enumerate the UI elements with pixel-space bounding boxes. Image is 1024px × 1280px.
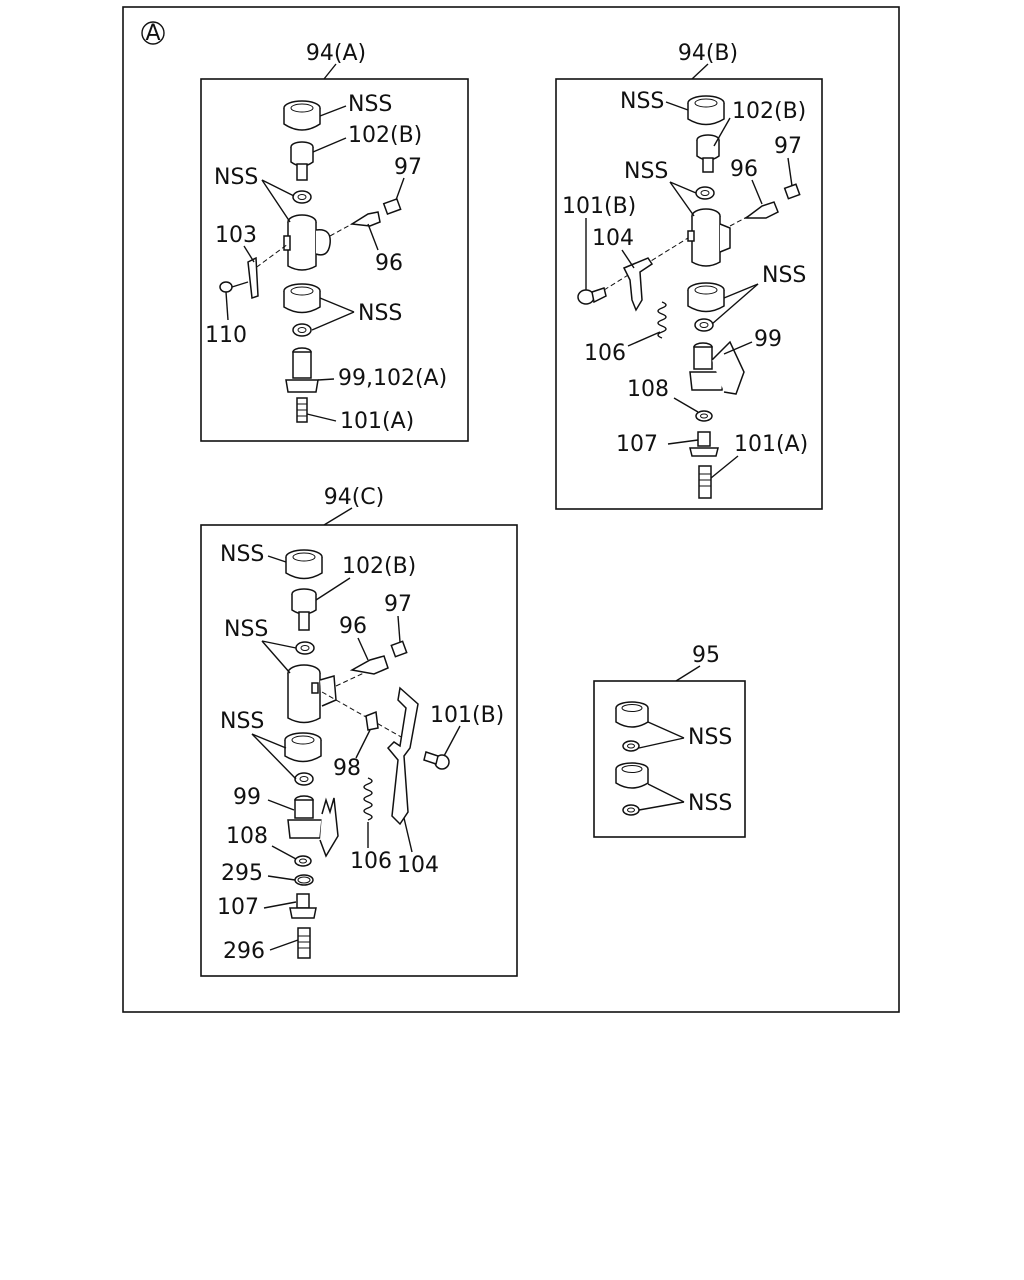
callout-94a-nss-washer: NSS (214, 165, 258, 190)
callout-94b-101b: 101(B) (562, 194, 636, 219)
assembly-94c-parts (284, 549, 450, 959)
callout-94b-99: 99 (754, 327, 782, 352)
assembly-94b-box (555, 78, 823, 510)
outer-frame (122, 6, 900, 1013)
callout-94c-296: 296 (223, 939, 265, 964)
callout-94b-nss-washer: NSS (624, 159, 668, 184)
view-marker-label: A (145, 21, 160, 46)
callout-94a-nss-lower: NSS (358, 301, 402, 326)
callout-94c-nss-lower: NSS (220, 709, 264, 734)
assembly-94c: 94(C) (200, 485, 518, 977)
callout-94c-106: 106 (350, 849, 392, 874)
assembly-95-title: 95 (692, 643, 720, 668)
callout-94a-nss-top: NSS (348, 92, 392, 117)
callout-94a-101a: 101(A) (340, 409, 414, 434)
callout-94b-101a: 101(A) (734, 432, 808, 457)
assembly-94a: 94(A) (200, 41, 469, 442)
assembly-94c-box (200, 524, 518, 977)
assembly-95: 95 NSS NSS (593, 643, 746, 838)
callout-94c-107: 107 (217, 895, 259, 920)
callout-94c-295: 295 (221, 861, 263, 886)
assembly-94a-parts (219, 100, 402, 423)
callout-95-nss-upper: NSS (688, 725, 732, 750)
callout-94b-nss-lower: NSS (762, 263, 806, 288)
callout-94c-98: 98 (333, 756, 361, 781)
callout-94b-106: 106 (584, 341, 626, 366)
callout-94a-102b: 102(B) (348, 123, 422, 148)
callout-94b-nss-top: NSS (620, 89, 664, 114)
assembly-95-box (593, 680, 746, 838)
callout-94c-104: 104 (397, 853, 439, 878)
assembly-94b: 94(B) (555, 41, 823, 510)
assembly-94a-box (200, 78, 469, 442)
callout-94c-108: 108 (226, 824, 268, 849)
callout-94b-102b: 102(B) (732, 99, 806, 124)
callout-94b-96: 96 (730, 157, 758, 182)
callout-94c-96: 96 (339, 614, 367, 639)
callout-94c-nss-washer: NSS (224, 617, 268, 642)
callout-94c-101b: 101(B) (430, 703, 504, 728)
assembly-94c-title: 94(C) (324, 485, 385, 510)
view-marker: A (141, 21, 165, 46)
callout-95-nss-lower: NSS (688, 791, 732, 816)
callout-94b-97: 97 (774, 134, 802, 159)
callout-94b-108: 108 (627, 377, 669, 402)
assembly-94b-parts (577, 95, 801, 499)
callout-94b-107: 107 (616, 432, 658, 457)
callout-94a-97: 97 (394, 155, 422, 180)
assembly-94b-title: 94(B) (678, 41, 738, 66)
callout-94c-97: 97 (384, 592, 412, 617)
callout-94a-99-102a: 99,102(A) (338, 366, 447, 391)
callout-94c-102b: 102(B) (342, 554, 416, 579)
assembly-95-parts (615, 701, 649, 816)
callout-94a-96: 96 (375, 251, 403, 276)
callout-94b-104: 104 (592, 226, 634, 251)
callout-94c-nss-top: NSS (220, 542, 264, 567)
callout-94c-99: 99 (233, 785, 261, 810)
callout-94a-103: 103 (215, 223, 257, 248)
assembly-94a-title: 94(A) (306, 41, 366, 66)
callout-94a-110: 110 (205, 323, 247, 348)
